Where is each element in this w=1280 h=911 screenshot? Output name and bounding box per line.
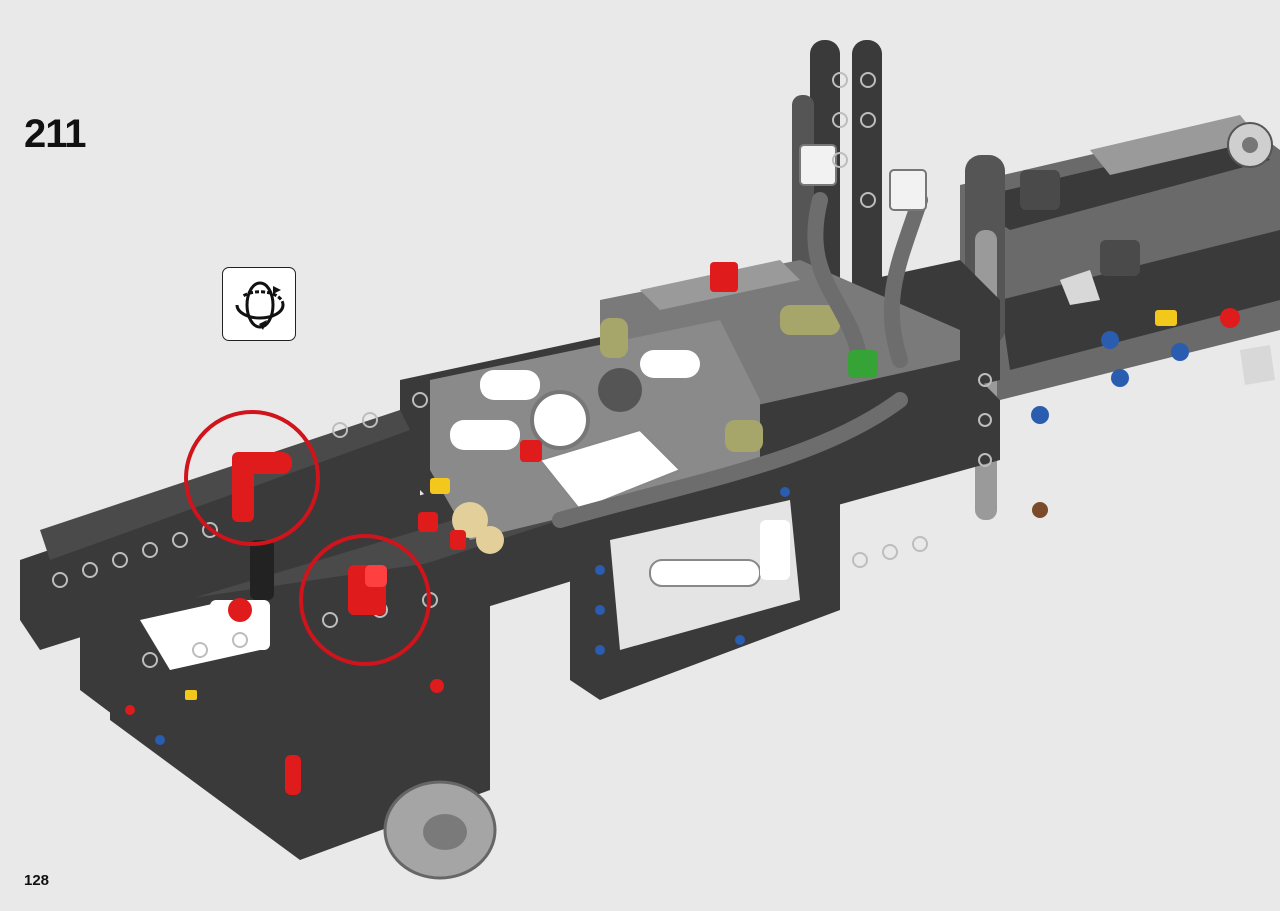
rotate-model-icon [222, 267, 296, 341]
red-liftarm-lower [348, 565, 387, 615]
motor-assembly [110, 540, 497, 880]
beam-holes [52, 72, 992, 668]
callout-lower [299, 534, 431, 666]
page-number: 128 [24, 872, 50, 889]
connector-plugs [710, 144, 927, 378]
pins [125, 308, 1240, 745]
cables [552, 192, 928, 528]
step-number: 211 [24, 112, 87, 156]
rear-frame-right [960, 115, 1280, 400]
red-liftarm-upper [232, 452, 292, 522]
callout-upper [184, 410, 320, 546]
frame-box [570, 450, 840, 700]
